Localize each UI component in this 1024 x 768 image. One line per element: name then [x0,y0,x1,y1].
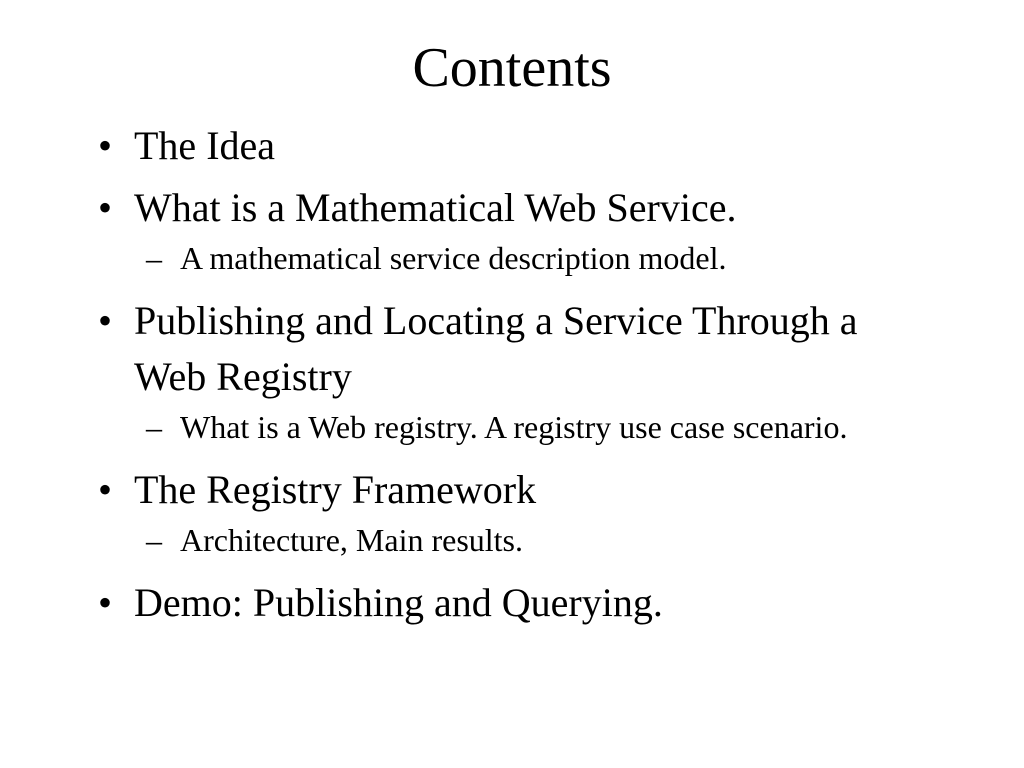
sub-bullet-item: – A mathematical service description mod… [0,236,1024,281]
sub-bullet-item: – Architecture, Main results. [0,518,1024,563]
bullet-text: Publishing and Locating a Service Throug… [134,298,858,399]
bullet-item: • The Registry Framework [0,462,1024,518]
bullet-item: • The Idea [0,118,1024,174]
bullet-text: The Registry Framework [134,467,537,512]
bullet-marker: • [98,298,113,343]
sub-bullet-marker: – [146,409,162,445]
bullet-marker: • [98,123,113,168]
bullet-text: The Idea [134,123,276,168]
sub-bullet-text: Architecture, Main results. [180,522,523,558]
bullet-list: • The Idea • What is a Mathematical Web … [0,118,1024,631]
sub-bullet-text: A mathematical service description model… [180,240,727,276]
slide-title: Contents [412,37,612,99]
bullet-text: What is a Mathematical Web Service. [134,185,737,230]
sub-bullet-marker: – [146,522,162,558]
sub-bullet-marker: – [146,240,162,276]
bullet-item: • What is a Mathematical Web Service. [0,180,1024,236]
bullet-marker: • [98,467,113,512]
sub-bullet-text: What is a Web registry. A registry use c… [180,409,848,445]
bullet-text: Demo: Publishing and Querying. [134,580,663,625]
sub-bullet-item: – What is a Web registry. A registry use… [0,405,1024,450]
bullet-marker: • [98,185,113,230]
bullet-item: • Demo: Publishing and Querying. [0,575,1024,631]
bullet-item: • Publishing and Locating a Service Thro… [0,293,1024,405]
bullet-marker: • [98,580,113,625]
